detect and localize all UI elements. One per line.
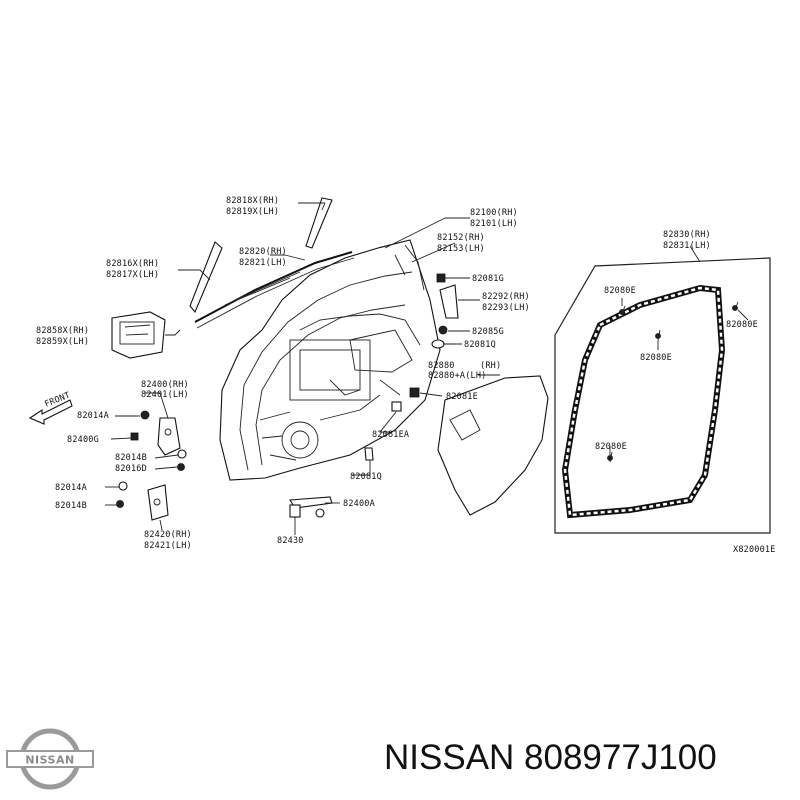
logo-text: NISSAN bbox=[25, 754, 74, 767]
callout-label: 82821(LH) bbox=[239, 258, 287, 268]
callout-label: 82859X(LH) bbox=[36, 337, 89, 347]
callout-label: 82100(RH) bbox=[470, 208, 518, 218]
callout-label: 82820(RH) bbox=[239, 247, 287, 257]
sealing-screen bbox=[437, 375, 549, 516]
callout-label: 82081E bbox=[446, 392, 478, 402]
callout-label: 82818X(RH) bbox=[226, 196, 279, 206]
callout-label: 82858X(RH) bbox=[36, 326, 89, 336]
callout-label: 82081G bbox=[472, 274, 504, 284]
front-arrow bbox=[28, 399, 73, 425]
leader-lines bbox=[105, 202, 749, 535]
callout-label: 82401(LH) bbox=[141, 390, 189, 400]
callout-label: 82293(LH) bbox=[482, 303, 530, 313]
callout-label: (RH) bbox=[480, 361, 501, 371]
callout-label: 82880+A(LH) bbox=[428, 371, 487, 381]
callout-label: 82016D bbox=[115, 464, 147, 474]
callout-label: 82430 bbox=[277, 536, 304, 546]
callout-label: 82421(LH) bbox=[144, 541, 192, 551]
callout-label: 82080E bbox=[726, 320, 758, 330]
callout-label: 82292(RH) bbox=[482, 292, 530, 302]
callout-label: 82817X(LH) bbox=[106, 270, 159, 280]
weatherstrip-box bbox=[554, 257, 771, 534]
hinges bbox=[116, 410, 333, 521]
callout-label: 82081EA bbox=[372, 430, 409, 440]
callout-label: 82080E bbox=[595, 442, 627, 452]
inner-handle bbox=[111, 311, 166, 359]
callout-label: 82014B bbox=[115, 453, 147, 463]
callout-labels: 82818X(RH) 82819X(LH) 82100(RH) 82101(LH… bbox=[36, 196, 776, 555]
callout-label: 82880 bbox=[428, 361, 455, 371]
callout-label: 82153(LH) bbox=[437, 244, 485, 254]
callout-label: 82830(RH) bbox=[663, 230, 711, 240]
callout-label: X820001E bbox=[733, 545, 776, 555]
callout-label: 82819X(LH) bbox=[226, 207, 279, 217]
nissan-logo: NISSAN bbox=[6, 728, 94, 790]
callout-label: 82101(LH) bbox=[470, 219, 518, 229]
part-number-caption: NISSAN 808977J100 bbox=[384, 738, 717, 777]
callout-label: 82420(RH) bbox=[144, 530, 192, 540]
callout-label: 82400G bbox=[67, 435, 99, 445]
callout-label: 82152(RH) bbox=[437, 233, 485, 243]
callout-label: 82014B bbox=[55, 501, 87, 511]
callout-label: 82014A bbox=[77, 411, 109, 421]
callout-label: 82831(LH) bbox=[663, 241, 711, 251]
callout-label: 82400(RH) bbox=[141, 380, 189, 390]
callout-label: 82085G bbox=[472, 327, 504, 337]
callout-label: 82014A bbox=[55, 483, 87, 493]
callout-label: 82816X(RH) bbox=[106, 259, 159, 269]
callout-label: 82081Q bbox=[350, 472, 382, 482]
callout-label: 82080E bbox=[604, 286, 636, 296]
door-shell bbox=[219, 239, 441, 481]
callout-label: 82400A bbox=[343, 499, 375, 509]
callout-label: 82081Q bbox=[464, 340, 496, 350]
callout-label: 82080E bbox=[640, 353, 672, 363]
